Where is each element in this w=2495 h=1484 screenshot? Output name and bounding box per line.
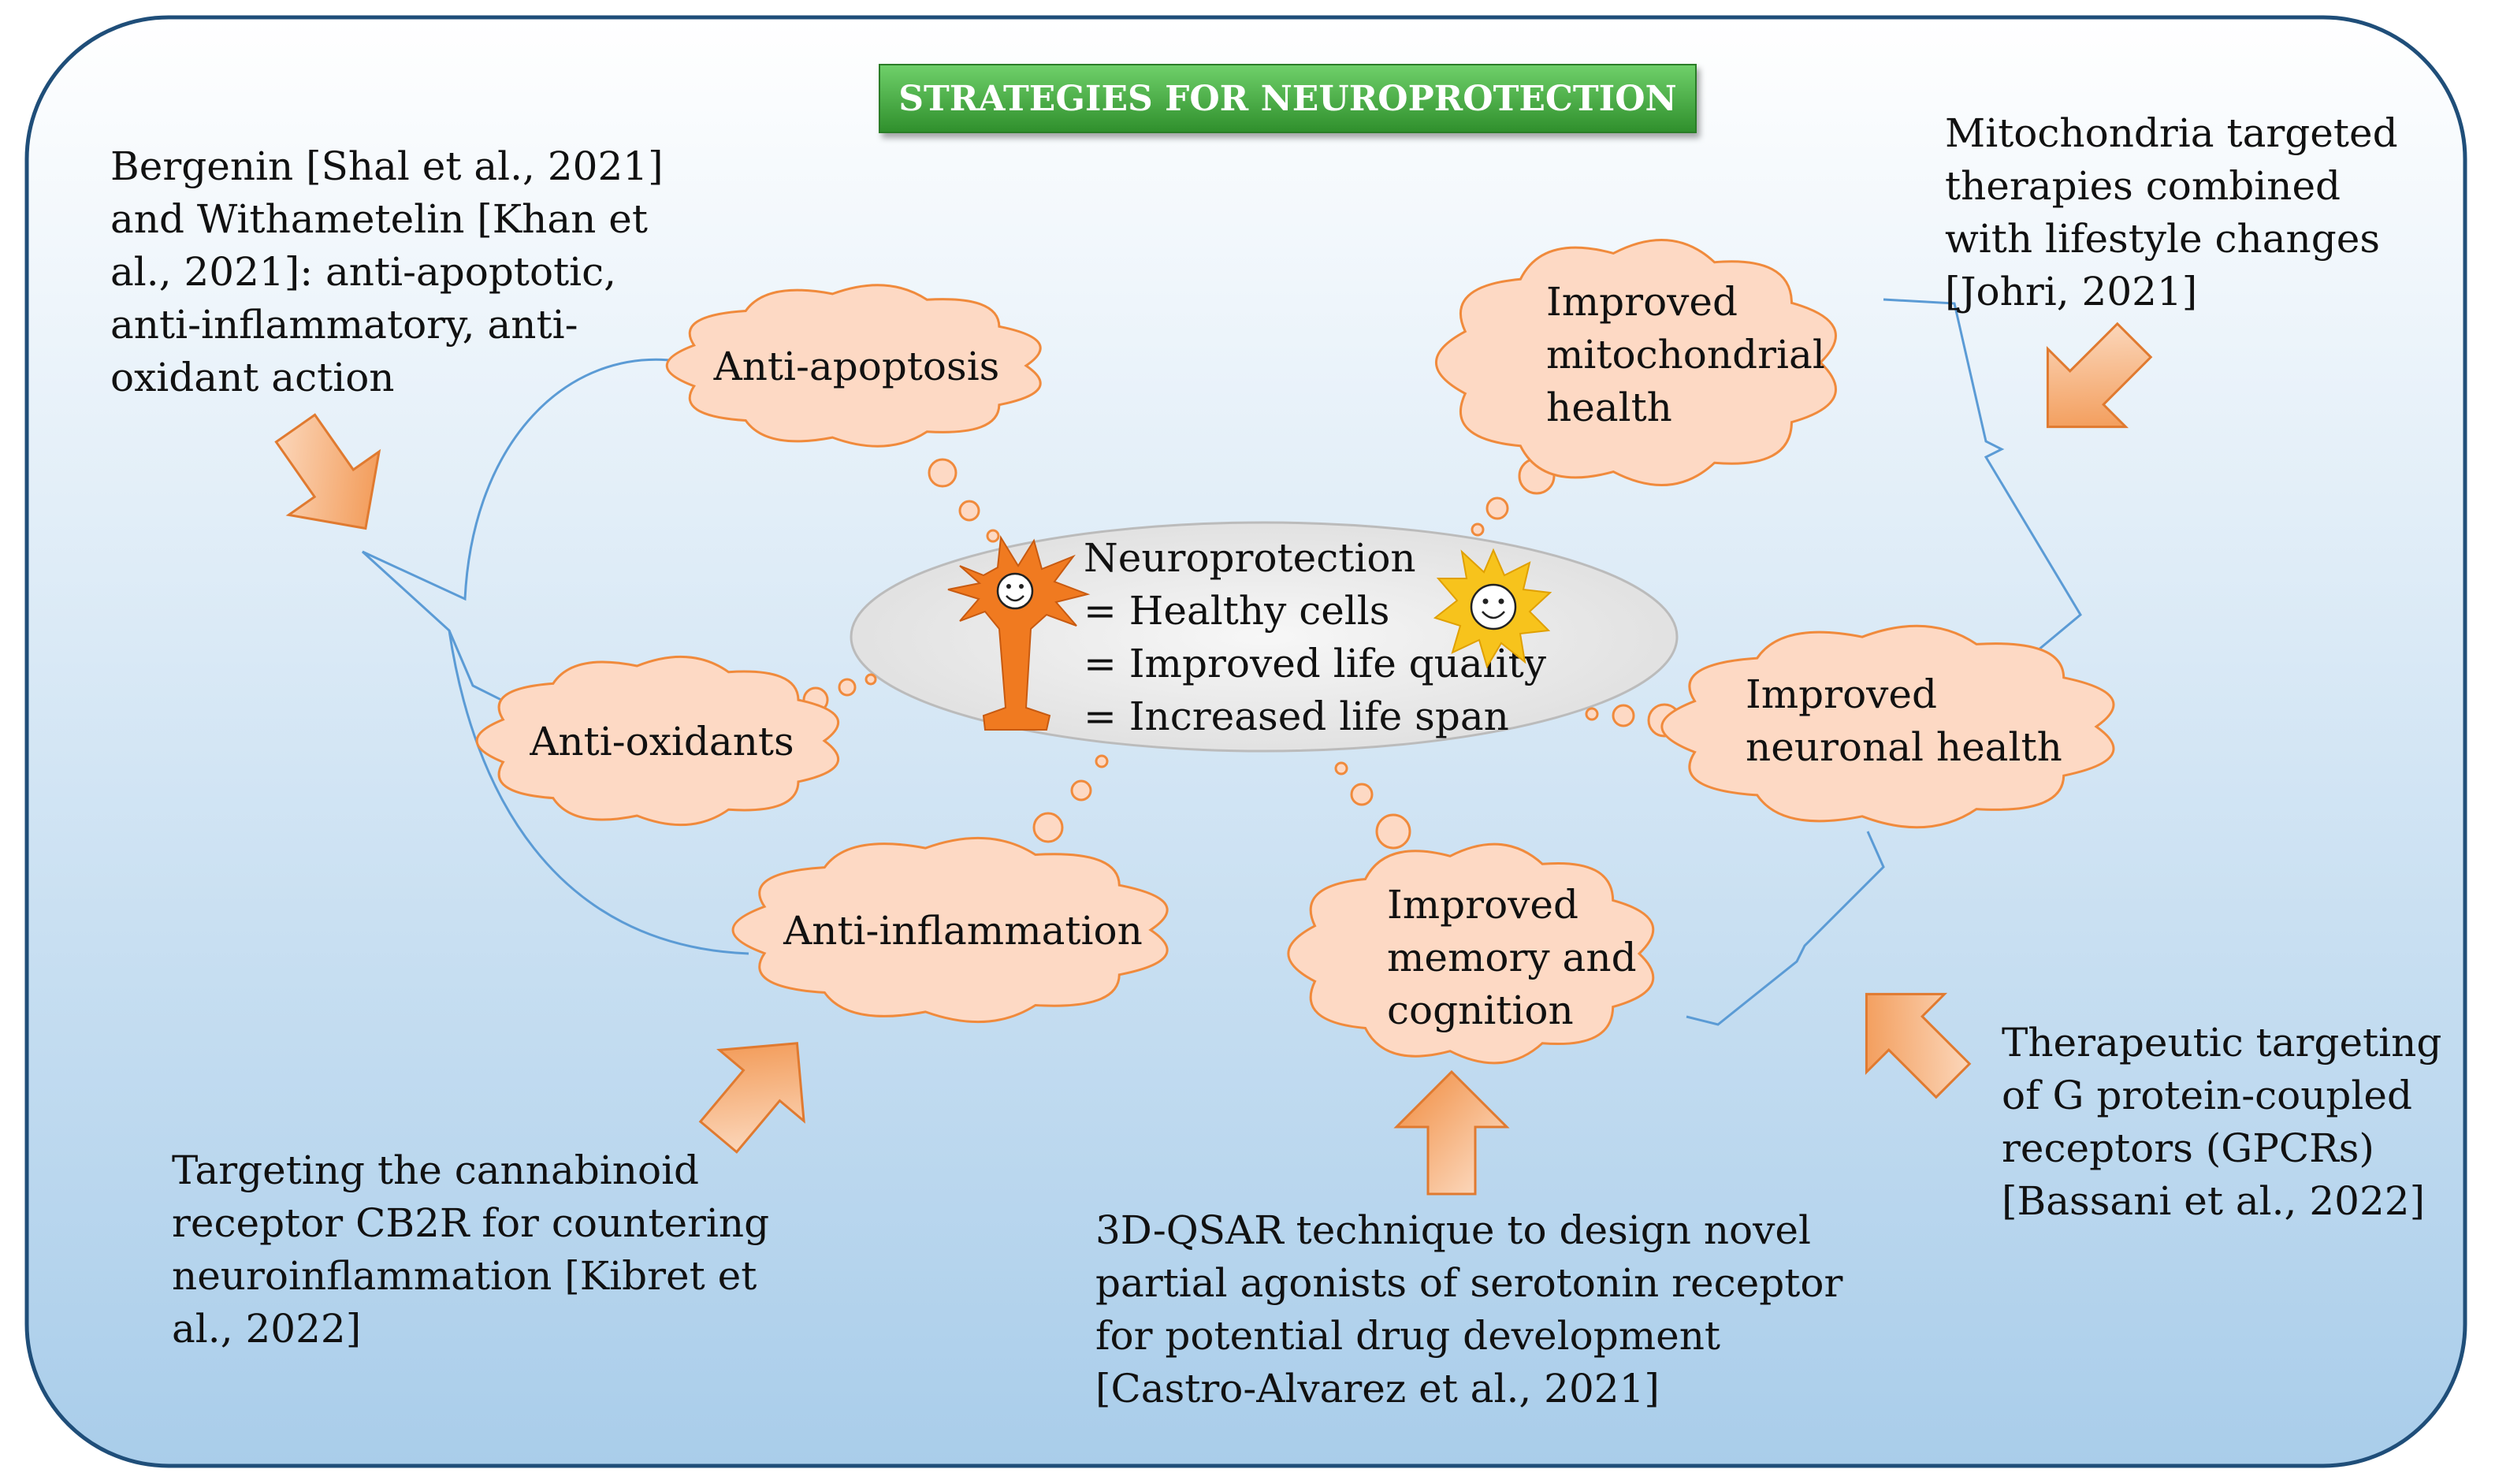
cloud-label: Improved memory and cognition [1387, 882, 1649, 1033]
center-line: = Healthy cells [1084, 588, 1389, 634]
center-line: = Increased life span [1084, 694, 1509, 739]
right-upper-bracket [1883, 298, 2082, 656]
bracket-lines [361, 298, 2082, 1026]
cloud-mitochondrial-health: Improved mitochondrial health [1434, 239, 1838, 486]
note-qsar: 3D-QSAR technique to design novel partia… [1095, 1207, 1855, 1411]
cloud-anti-oxidants: Anti-oxidants [475, 655, 840, 827]
note-cannabinoid: Targeting the cannabinoid receptor CB2R … [172, 1147, 782, 1352]
center-text: Neuroprotection = Healthy cells = Improv… [1084, 535, 1559, 739]
arrow-gpcr [1865, 992, 1972, 1099]
arrow-mitochondria [2046, 322, 2153, 429]
cloud-label: Anti-oxidants [529, 719, 794, 764]
note-mitochondria: Mitochondria targeted therapies combined… [1945, 110, 2411, 314]
note-gpcr: Therapeutic targeting of G protein-coupl… [2002, 1020, 2454, 1224]
cloud-neuronal-health: Improved neuronal health [1660, 624, 2115, 829]
right-lower-bracket [1686, 831, 1885, 1026]
arrow-cannabinoid [698, 1042, 805, 1154]
cloud-label: Anti-apoptosis [713, 344, 1000, 389]
arrow-bergenin [274, 413, 381, 530]
cloud-label: Improved mitochondrial health [1546, 279, 1838, 430]
cloud-label: Improved neuronal health [1746, 671, 2062, 770]
center-ellipse-group: Neuroprotection = Healthy cells = Improv… [850, 521, 1679, 753]
note-bergenin: Bergenin [Shal et al., 2021] and Withame… [110, 143, 676, 400]
center-line: = Improved life quality [1084, 641, 1547, 686]
cloud-memory-cognition: Improved memory and cognition [1287, 842, 1655, 1065]
cloud-label: Anti-inflammation [783, 908, 1143, 954]
sun-smiley-icon [1433, 548, 1552, 669]
cloud-anti-apoptosis: Anti-apoptosis [666, 284, 1042, 448]
neuron-icon [947, 534, 1091, 731]
arrow-qsar [1393, 1069, 1510, 1196]
title-text: STRATEGIES FOR NEUROPROTECTION [898, 79, 1677, 119]
cloud-anti-inflammation: Anti-inflammation [731, 836, 1169, 1024]
title-banner: STRATEGIES FOR NEUROPROTECTION [879, 64, 1697, 133]
center-line: Neuroprotection [1084, 535, 1416, 581]
